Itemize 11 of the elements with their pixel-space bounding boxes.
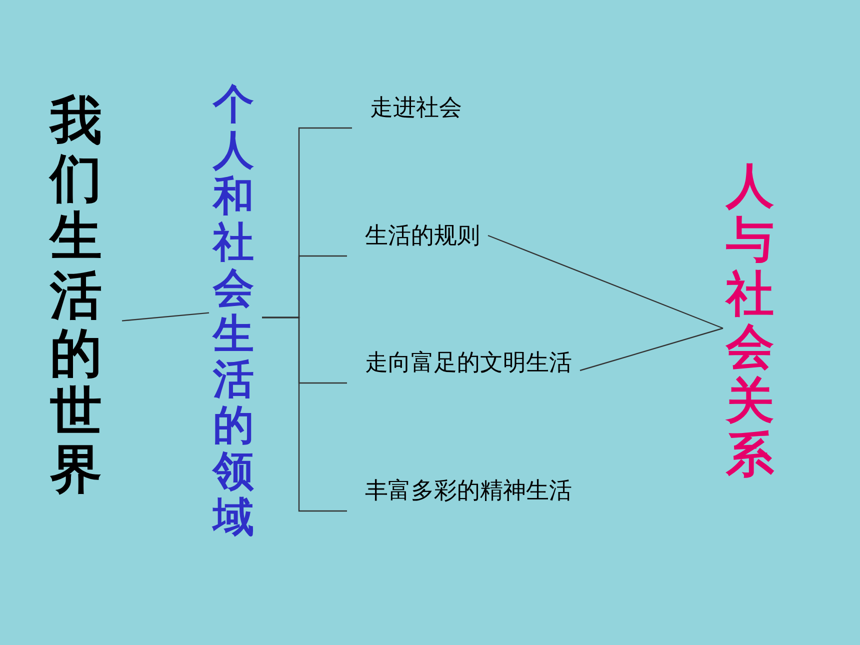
item-text: 丰富多彩的精神生活 [365, 475, 572, 506]
connector-line [488, 234, 724, 329]
item-text: 生活的规则 [365, 220, 480, 251]
item-text: 走进社会 [370, 92, 462, 123]
item-text: 走向富足的文明生活 [365, 347, 572, 378]
connector-line [262, 316, 347, 512]
category-text: 个人和社会生活的领域 [213, 82, 254, 542]
connector-line [122, 312, 210, 322]
connector-line [580, 328, 724, 372]
relation-text: 人与社会关系 [726, 160, 774, 482]
title-text: 我们生活的世界 [50, 92, 102, 500]
